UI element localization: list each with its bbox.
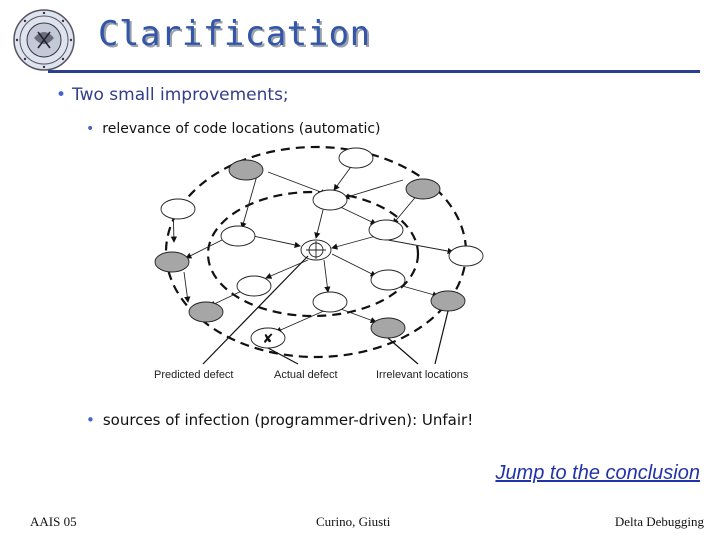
node [220,225,256,247]
sub-bullet-text: relevance of code locations (automatic) [102,121,381,137]
label-actual-defect: Actual defect [274,369,338,381]
node-irrelevant [188,301,224,323]
label-pointers [202,255,449,365]
sub-bullet-relevance: • relevance of code locations (automatic) [86,121,381,137]
node [312,189,348,211]
node-predicted-defect [300,239,332,261]
footer-authors: Curino, Giusti [316,514,391,529]
bullet-glyph: • [86,411,95,429]
node-irrelevant [430,290,466,312]
slide-title: Clarification [98,14,371,54]
node [236,275,272,297]
node [368,219,404,241]
actual-defect-mark: ✘ [263,332,274,347]
label-predicted-defect: Predicted defect [154,369,234,381]
node [160,198,196,220]
footer-conference: AAIS 05 [30,514,77,529]
jump-to-conclusion-link[interactable]: Jump to the conclusion [495,462,700,484]
university-seal-logo [12,8,76,72]
inner-ring [206,190,420,318]
node-irrelevant [154,251,190,273]
seal-icon [13,9,75,71]
bullet-glyph: • [56,85,67,105]
code-locations-diagram: ✘ Predicted defect Actual defect Irrelev… [154,145,484,381]
title-underline [48,70,700,73]
node-irrelevant [370,317,406,339]
node [370,269,406,291]
main-bullet-text: Two small improvements; [72,85,289,105]
bullet-glyph: • [86,121,95,137]
label-irrelevant-locations: Irrelevant locations [376,369,469,381]
node [312,291,348,313]
node-irrelevant [228,159,264,181]
node [448,245,484,267]
node-irrelevant [405,178,441,200]
sub-bullet-infection: • sources of infection (programmer-driven… [86,411,473,429]
main-bullet: •Two small improvements; [56,85,289,105]
footer-topic: Delta Debugging [614,514,704,529]
sub-bullet-text: sources of infection (programmer-driven)… [102,411,474,429]
node [338,147,374,169]
nodes [154,147,484,349]
